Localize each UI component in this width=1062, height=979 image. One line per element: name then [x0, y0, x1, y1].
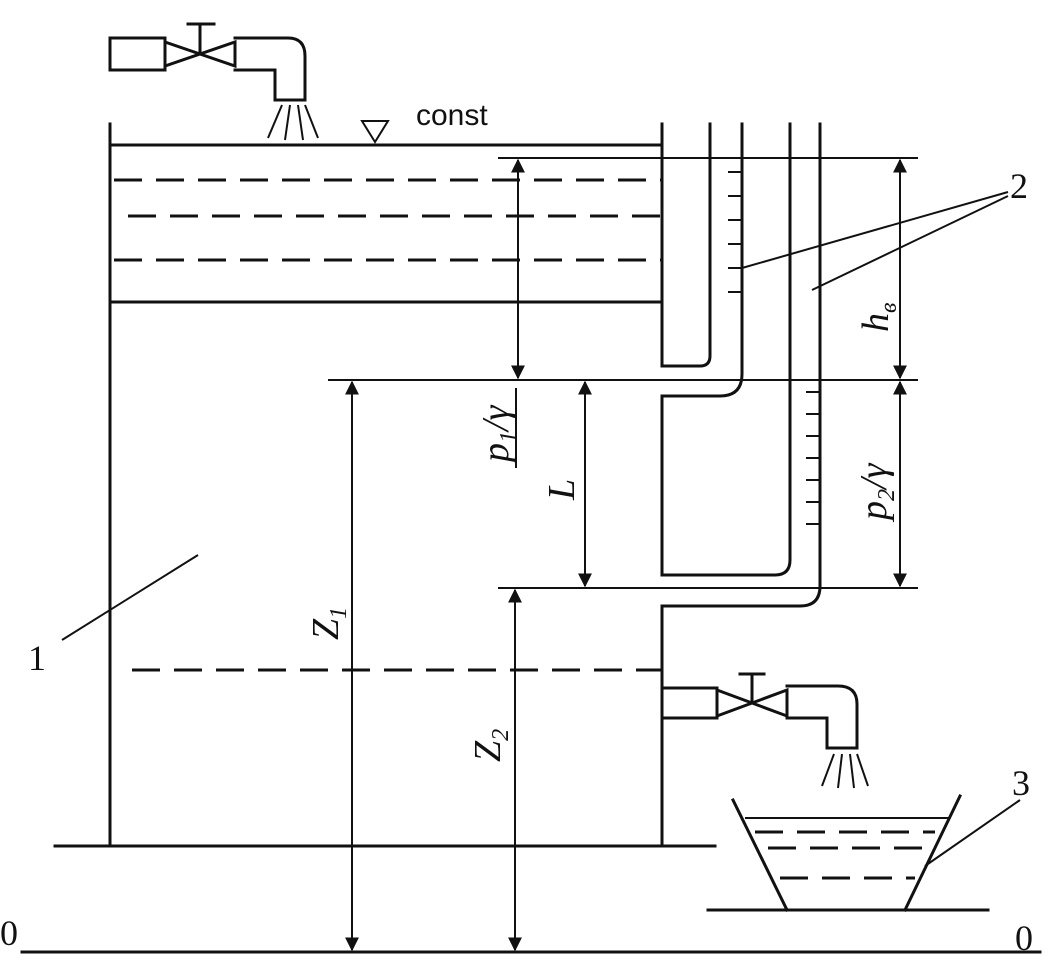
svg-text:p2/γ: p2/γ [853, 462, 900, 523]
tank-label: 1 [28, 638, 46, 678]
free-surface-triangle-icon [360, 120, 390, 144]
piezometer-2-scale [806, 391, 820, 525]
vessel-pointer [924, 799, 1021, 867]
z2-label: Z2 [467, 729, 514, 762]
outlet-valve [660, 672, 869, 789]
svg-text:p1/γ: p1/γ [475, 404, 522, 465]
svg-text:Z1: Z1 [305, 607, 352, 640]
datum-label-left: 0 [0, 913, 18, 953]
piezometers-label: 2 [1010, 166, 1028, 206]
hv-label: hв [855, 303, 902, 332]
inlet-valve [108, 22, 319, 141]
tank-pointer [61, 554, 199, 641]
vessel-3 [706, 793, 990, 913]
svg-text:hв: hв [855, 303, 902, 332]
piezometer-pointer-a [741, 191, 1009, 269]
tank-1 [108, 122, 664, 848]
p2-label: p2/γ [853, 462, 900, 523]
p1-label: p1/γ [475, 404, 522, 465]
vessel-label: 3 [1012, 763, 1030, 803]
datum-label-right: 0 [1015, 918, 1033, 958]
svg-text:L: L [541, 479, 583, 501]
piezometer-pointer-b [811, 195, 1009, 291]
const-label: const [416, 99, 488, 132]
piezometer-1-scale [728, 171, 742, 293]
stepped-pipe [660, 122, 822, 608]
svg-text:Z2: Z2 [467, 729, 514, 762]
z1-label: Z1 [305, 607, 352, 640]
length-label: L [541, 479, 583, 501]
